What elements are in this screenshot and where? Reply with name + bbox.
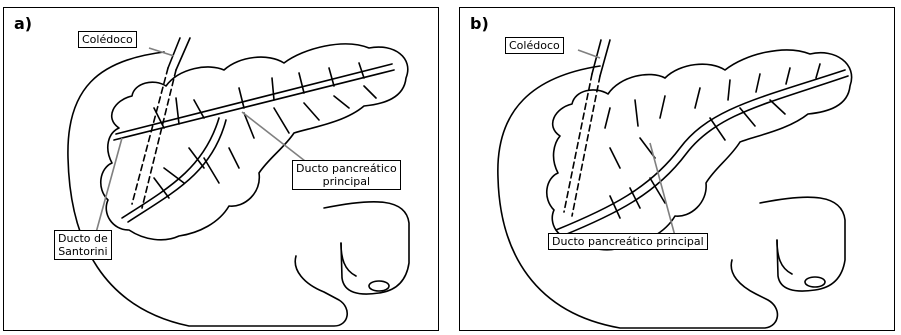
duodenum-right: [324, 202, 409, 294]
bile-duct-dashed: [564, 74, 600, 216]
panel-a: a) Colédoco Ducto pancreático principal …: [3, 7, 439, 331]
label-santorini-a-line1: Ducto de: [58, 232, 108, 245]
label-coledoco-a: Colédoco: [78, 31, 137, 48]
leader-coledoco-a: [149, 48, 174, 56]
panel-letter-b: b): [470, 14, 489, 33]
label-main-duct-a: Ducto pancreático principal: [292, 160, 401, 190]
leader-main-duct-b: [650, 143, 675, 236]
duodenum-outline: [498, 66, 778, 328]
label-main-duct-a-line2: principal: [296, 175, 397, 188]
duodenum-right: [760, 197, 845, 291]
label-santorini-a-line2: Santorini: [58, 245, 108, 258]
label-main-duct-b: Ducto pancreático principal: [548, 233, 708, 250]
main-duct: [114, 70, 394, 140]
label-santorini-a: Ducto de Santorini: [54, 230, 112, 260]
main-duct: [556, 70, 845, 230]
panel-letter-a: a): [14, 14, 32, 33]
pancreas-diagram-b: [460, 8, 895, 331]
pancreas-outline: [547, 50, 852, 250]
label-main-duct-a-line1: Ducto pancreático: [296, 162, 397, 175]
bile-duct: [600, 40, 610, 76]
label-coledoco-b: Colédoco: [505, 37, 564, 54]
panel-b: b) Colédoco Ducto pancreático principal: [459, 7, 895, 331]
